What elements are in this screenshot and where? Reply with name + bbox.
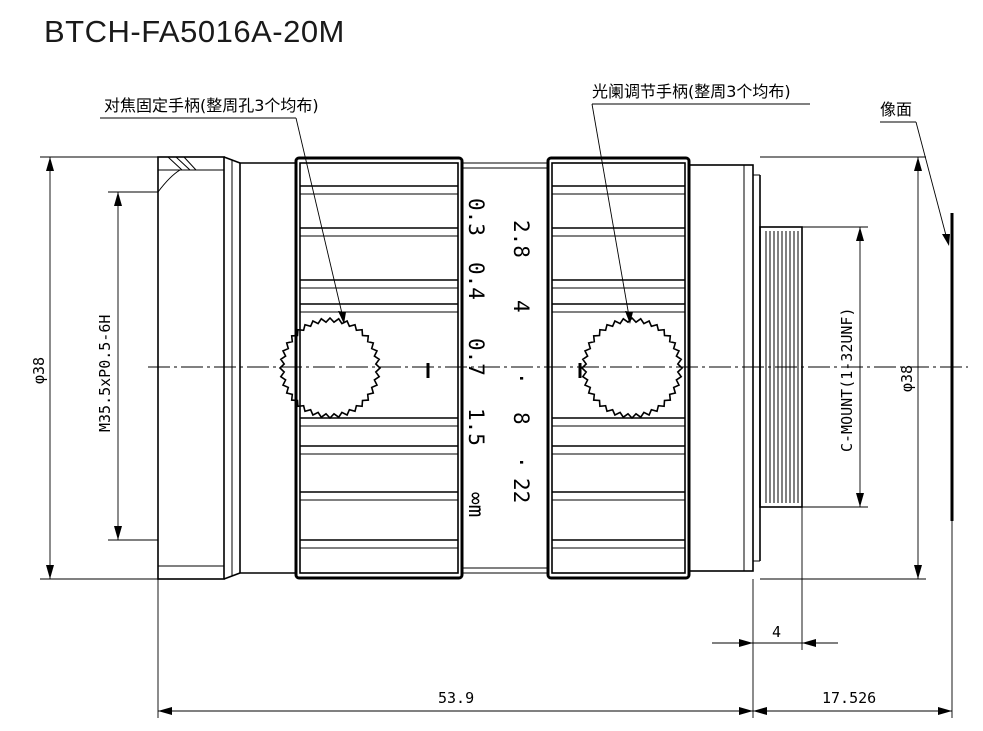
total-length-dimension: 53.9 (157, 579, 754, 718)
iris-scale-label: 2.8 (509, 220, 533, 258)
focus-scale-label: 1.5 (464, 408, 488, 446)
image-plane-callout: 像面 (880, 100, 950, 246)
flange-gap-label: 4 (772, 623, 781, 641)
iris-scale-label: · (509, 372, 533, 385)
focus-handle-label: 对焦固定手柄(整周孔3个均布) (104, 96, 319, 115)
focus-scale-label: 0.3 (464, 198, 488, 236)
left-diameter-label: φ38 (30, 357, 48, 384)
iris-scale-label: · (509, 456, 533, 469)
iris-scale-label: 8 (509, 412, 533, 425)
image-plane-label: 像面 (880, 100, 912, 119)
iris-handle-callout: 光阑调节手柄(整周3个均布) (591, 82, 810, 324)
focus-scale-label: 0.7 (464, 338, 488, 376)
focus-grip-knob (278, 316, 382, 420)
front-thread-dimension: M35.5xP0.5-6H (96, 191, 158, 541)
focus-scale-label: 0.4 (464, 262, 488, 300)
left-diameter-dimension: φ38 (30, 156, 158, 580)
flange-gap-dimension: 4 (712, 507, 838, 650)
iris-scale: 2.8 4 · 8 · 22 (509, 220, 533, 503)
c-mount-thread (759, 226, 803, 508)
back-focal-dimension: 17.526 (753, 521, 953, 718)
iris-scale-label: 22 (509, 478, 533, 503)
c-mount-label: C-MOUNT(1-32UNF) (838, 308, 856, 453)
page-title: BTCH-FA5016A-20M (44, 14, 345, 49)
total-length-label: 53.9 (438, 689, 474, 707)
back-focal-label: 17.526 (822, 689, 876, 707)
iris-grip-knob (580, 316, 684, 420)
right-diameter-dimension: φ38 (760, 156, 926, 580)
focus-ring (294, 156, 464, 580)
lens-barrel (223, 156, 548, 580)
front-ring (157, 156, 225, 580)
focus-handle-callout: 对焦固定手柄(整周孔3个均布) (100, 96, 346, 324)
iris-handle-label: 光阑调节手柄(整周3个均布) (592, 82, 791, 101)
rear-body (688, 164, 761, 572)
focus-scale: 0.3 0.4 0.7 1.5 ∞m (464, 198, 488, 517)
right-diameter-label: φ38 (898, 365, 916, 392)
iris-scale-label: 4 (509, 300, 533, 313)
focus-scale-label: ∞m (464, 492, 488, 517)
front-thread-label: M35.5xP0.5-6H (96, 315, 114, 432)
c-mount-dimension: C-MOUNT(1-32UNF) (802, 226, 868, 508)
iris-ring (546, 156, 691, 580)
